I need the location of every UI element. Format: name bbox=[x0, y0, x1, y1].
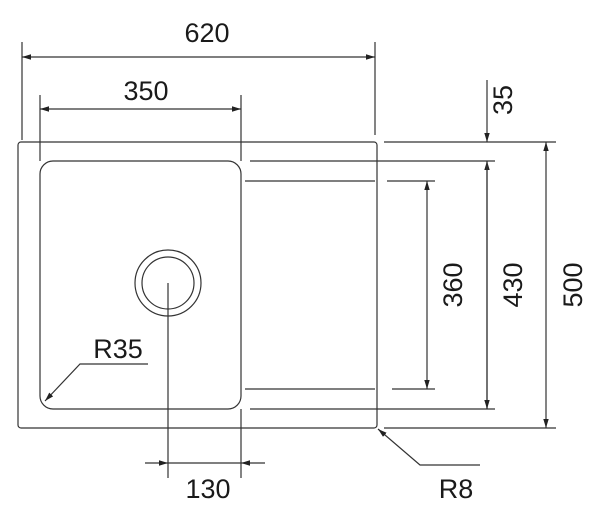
sink-outer-outline bbox=[17, 141, 378, 429]
dimension-130: 130 bbox=[145, 409, 265, 504]
bowl-outline bbox=[39, 160, 242, 410]
radius-r8-callout: R8 bbox=[377, 428, 480, 504]
dimension-500: 500 bbox=[543, 142, 588, 428]
dimension-350: 350 bbox=[39, 76, 242, 161]
label-360: 360 bbox=[438, 262, 468, 307]
dimension-360: 360 bbox=[424, 181, 468, 389]
radius-r35-callout: R35 bbox=[44, 334, 148, 402]
dimension-35: 35 bbox=[484, 80, 518, 409]
label-500: 500 bbox=[558, 262, 588, 307]
label-r35: R35 bbox=[93, 334, 143, 364]
dimension-430: 430 bbox=[484, 161, 528, 409]
label-430: 430 bbox=[498, 262, 528, 307]
label-r8: R8 bbox=[439, 474, 474, 504]
label-620: 620 bbox=[184, 18, 229, 48]
label-350: 350 bbox=[123, 76, 168, 106]
drainer-lines bbox=[245, 141, 556, 429]
label-35: 35 bbox=[488, 85, 518, 115]
dimension-620: 620 bbox=[21, 18, 376, 140]
label-130: 130 bbox=[185, 474, 230, 504]
